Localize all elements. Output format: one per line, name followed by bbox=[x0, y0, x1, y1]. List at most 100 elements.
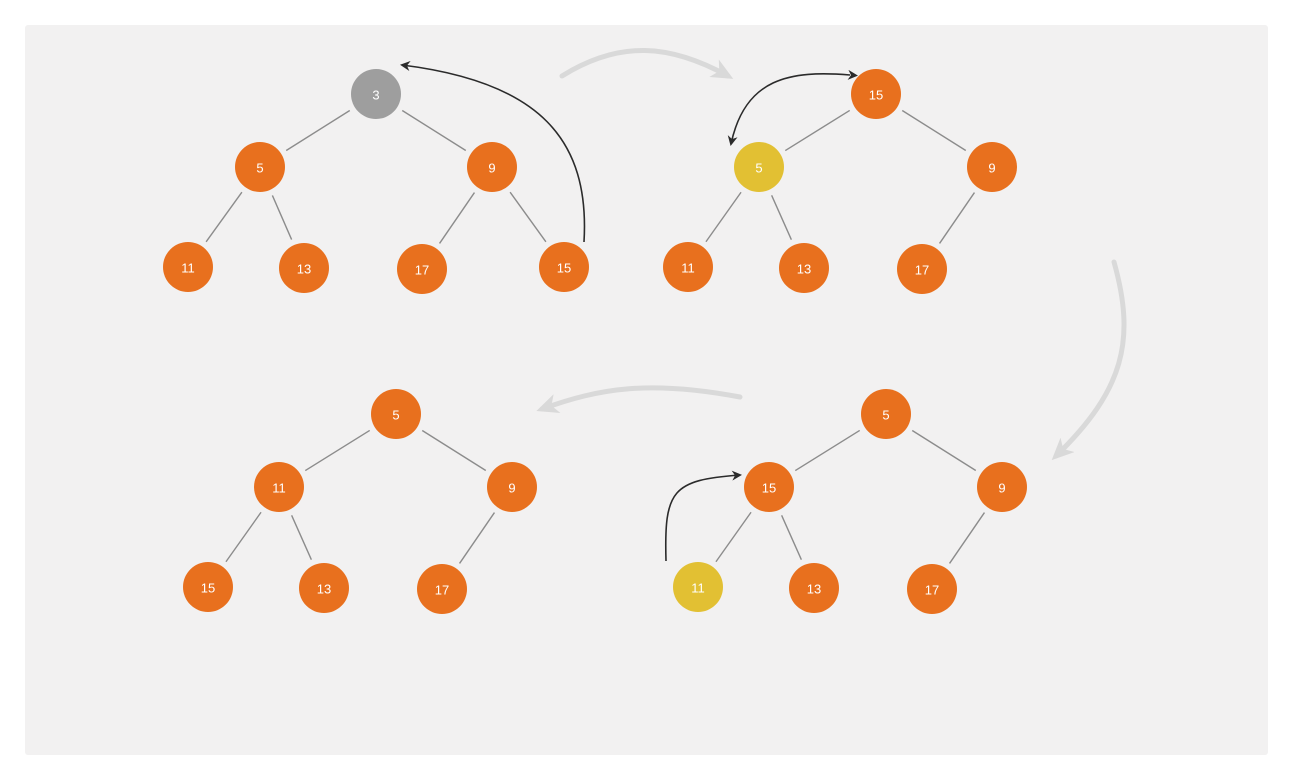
tree-edge bbox=[438, 192, 476, 244]
node-circle-default bbox=[861, 389, 911, 439]
node-circle-default bbox=[907, 564, 957, 614]
tree-node: 13 bbox=[779, 243, 829, 293]
node-circle-default bbox=[417, 564, 467, 614]
node-label: 13 bbox=[807, 582, 821, 597]
tree-node: 17 bbox=[397, 244, 447, 294]
tree-edge bbox=[285, 109, 351, 152]
node-circle-removed bbox=[351, 69, 401, 119]
node-label: 11 bbox=[272, 481, 286, 496]
tree-node: 15 bbox=[744, 462, 794, 512]
node-label: 9 bbox=[488, 161, 495, 176]
tree-node: 9 bbox=[487, 462, 537, 512]
node-label: 9 bbox=[988, 161, 995, 176]
node-circle-default bbox=[967, 142, 1017, 192]
node-label: 13 bbox=[297, 262, 311, 277]
node-circle-default bbox=[163, 242, 213, 292]
tree-edge bbox=[780, 515, 803, 560]
tree-edge bbox=[705, 191, 742, 243]
node-label: 13 bbox=[797, 262, 811, 277]
tree-node: 11 bbox=[663, 242, 713, 292]
tree-edges bbox=[205, 109, 986, 564]
node-label: 9 bbox=[508, 481, 515, 496]
tree-4 bbox=[225, 429, 496, 564]
tree-edge bbox=[304, 429, 371, 472]
tree-node: 5 bbox=[734, 142, 784, 192]
node-circle-default bbox=[779, 243, 829, 293]
node-label: 15 bbox=[201, 581, 215, 596]
tree-edge bbox=[715, 511, 752, 563]
tree-node: 15 bbox=[851, 69, 901, 119]
tree-node: 15 bbox=[539, 242, 589, 292]
tree-edge bbox=[911, 429, 977, 472]
node-label: 15 bbox=[557, 261, 571, 276]
swap-arrow-tree-3 bbox=[664, 470, 742, 562]
tree-edge bbox=[421, 429, 487, 472]
node-label: 15 bbox=[762, 481, 776, 496]
tree-edge bbox=[901, 109, 967, 152]
node-label: 5 bbox=[256, 161, 263, 176]
tree-node: 9 bbox=[967, 142, 1017, 192]
tree-node: 9 bbox=[467, 142, 517, 192]
node-circle-default bbox=[977, 462, 1027, 512]
node-label: 11 bbox=[681, 261, 695, 276]
tree-node: 5 bbox=[235, 142, 285, 192]
node-circle-default bbox=[897, 244, 947, 294]
tree-edge bbox=[509, 191, 547, 243]
tree-node: 5 bbox=[861, 389, 911, 439]
node-label: 17 bbox=[435, 583, 449, 598]
tree-node: 11 bbox=[163, 242, 213, 292]
tree-node: 3 bbox=[351, 69, 401, 119]
node-circle-default bbox=[279, 243, 329, 293]
tree-edge bbox=[401, 109, 467, 152]
node-label: 15 bbox=[869, 88, 883, 103]
tree-1 bbox=[205, 109, 547, 244]
tree-edge bbox=[205, 191, 243, 243]
tree-edge bbox=[794, 429, 861, 472]
node-circle-default bbox=[467, 142, 517, 192]
tree-node: 15 bbox=[183, 562, 233, 612]
tree-node: 13 bbox=[789, 563, 839, 613]
tree-edge bbox=[784, 109, 851, 152]
tree-edge bbox=[271, 195, 293, 240]
flow-arrow-tree-1-to-tree-2 bbox=[559, 48, 734, 79]
node-circle-default bbox=[851, 69, 901, 119]
flow-arrow-tree-3-to-tree-4 bbox=[536, 385, 743, 413]
tree-node: 13 bbox=[299, 563, 349, 613]
tree-node: 13 bbox=[279, 243, 329, 293]
flow-arrow-tree-2-to-tree-3 bbox=[1051, 259, 1127, 461]
node-circle-default bbox=[487, 462, 537, 512]
node-circle-default bbox=[235, 142, 285, 192]
node-circle-default bbox=[254, 462, 304, 512]
swap-arrow-tree-2 bbox=[727, 69, 858, 146]
tree-node: 9 bbox=[977, 462, 1027, 512]
tree-edge bbox=[948, 512, 986, 564]
node-label: 17 bbox=[415, 263, 429, 278]
node-label: 5 bbox=[882, 408, 889, 423]
swap-arrows bbox=[400, 61, 858, 562]
node-label: 17 bbox=[925, 583, 939, 598]
tree-edge bbox=[290, 515, 313, 560]
node-circle-default bbox=[397, 244, 447, 294]
node-label: 13 bbox=[317, 582, 331, 597]
tree-edge bbox=[770, 195, 793, 240]
tree-node: 17 bbox=[897, 244, 947, 294]
node-circle-default bbox=[371, 389, 421, 439]
node-label: 17 bbox=[915, 263, 929, 278]
node-label: 9 bbox=[998, 481, 1005, 496]
node-circle-default bbox=[299, 563, 349, 613]
tree-3 bbox=[715, 429, 986, 564]
swap-arrow-tree-1 bbox=[400, 61, 586, 243]
node-circle-default bbox=[744, 462, 794, 512]
node-label: 5 bbox=[755, 161, 762, 176]
node-label: 5 bbox=[392, 408, 399, 423]
tree-node: 11 bbox=[254, 462, 304, 512]
tree-edge bbox=[458, 512, 496, 564]
tree-edge bbox=[938, 192, 976, 244]
tree-edge bbox=[225, 511, 262, 563]
tree-node: 11 bbox=[673, 562, 723, 612]
node-circle-highlight bbox=[734, 142, 784, 192]
tree-nodes: 3 5 9 11 13 17 15 15 5 9 11 13 17 5 15 9 11 13 17 5 11 9 15 13 1… bbox=[163, 69, 1027, 614]
node-circle-default bbox=[789, 563, 839, 613]
tree-node: 17 bbox=[417, 564, 467, 614]
